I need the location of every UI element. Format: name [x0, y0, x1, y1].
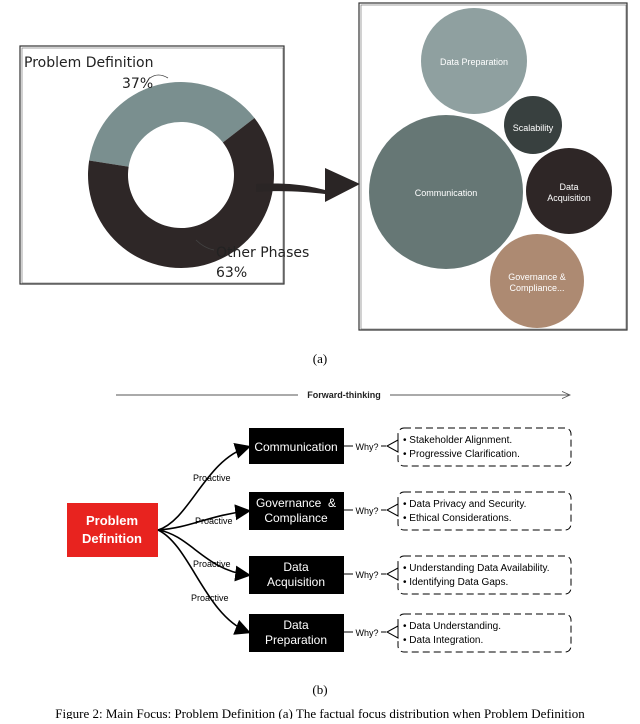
bubble-label-scalability: Scalability: [513, 123, 554, 133]
caption-b: (b): [312, 682, 327, 697]
why-bg-4: [353, 626, 381, 638]
node-communication-label: Communication: [254, 440, 337, 454]
caption-a: (a): [313, 351, 327, 366]
proactive-label-1: Proactive: [193, 473, 231, 483]
bubble-governance: [490, 234, 584, 328]
why-label-1: Why?: [355, 442, 378, 452]
node-data-preparation-label-2: Preparation: [265, 633, 327, 647]
label-other-phases: Other Phases: [216, 245, 309, 261]
node-governance-label-1: Governance &: [256, 496, 336, 510]
node-data-acquisition-label-1: Data: [283, 560, 309, 574]
why-arrow-icon-4: [385, 625, 399, 639]
why-bg-3: [353, 568, 381, 580]
edge-to-data-acquisition: [157, 529, 252, 582]
edge-to-communication: [157, 443, 252, 531]
donut-frame-sketch: [21, 47, 284, 284]
label-problem-pct: 37%: [122, 76, 153, 92]
why-arrow-icon-3: [385, 567, 399, 581]
leader-other: [195, 239, 215, 251]
why-label-4: Why?: [355, 628, 378, 638]
bubble-data-acquisition: [526, 148, 612, 234]
donut-chart: [88, 81, 274, 268]
why-arrow-icon-2: [385, 503, 399, 517]
panel-a: Problem Definition 37% Other Phases 63% …: [19, 2, 628, 366]
why-bg-2: [353, 504, 381, 516]
proactive-label-2: Proactive: [195, 516, 233, 526]
root-node-problem-definition: [67, 503, 158, 557]
bubble-label-data-acquisition-1: Data: [559, 182, 578, 192]
panel-b: Forward-thinking Problem Definition Proa…: [67, 387, 572, 697]
bubble-scalability: [504, 96, 562, 154]
why-label-3: Why?: [355, 570, 378, 580]
reason-2-2: • Ethical Considerations.: [403, 513, 512, 524]
bubble-frame: [358, 2, 628, 331]
proactive-label-3: Proactive: [193, 559, 231, 569]
reason-1-2: • Progressive Clarification.: [403, 449, 520, 460]
label-other-pct: 63%: [216, 265, 247, 281]
bubble-label-data-preparation: Data Preparation: [440, 57, 508, 67]
node-governance-label-2: Compliance: [264, 511, 328, 525]
edge-to-governance: [157, 504, 252, 531]
reason-3-1: • Understanding Data Availability.: [403, 563, 550, 574]
node-data-preparation: [249, 614, 344, 652]
reason-box-4: [397, 613, 572, 653]
leader-problem: [149, 74, 169, 79]
bubble-label-governance-1: Governance &: [508, 272, 566, 282]
donut-frame: [19, 45, 285, 285]
reason-box-3: [397, 555, 572, 595]
reason-2-1: • Data Privacy and Security.: [403, 499, 526, 510]
node-data-acquisition-label-2: Acquisition: [267, 575, 325, 589]
figure-caption: Figure 2: Main Focus: Problem Definition…: [55, 706, 585, 719]
node-governance-compliance: [249, 492, 344, 530]
bubble-communication: [369, 115, 523, 269]
why-arrow-icon-1: [385, 439, 399, 453]
reason-1-1: • Stakeholder Alignment.: [403, 435, 512, 446]
bubble-frame-sketch: [360, 4, 627, 330]
donut-slice-problem-definition: [89, 81, 255, 167]
reason-3-2: • Identifying Data Gaps.: [403, 577, 508, 588]
bubble-label-data-acquisition-2: Acquisition: [547, 193, 591, 203]
proactive-label-4: Proactive: [191, 593, 229, 603]
root-label-1: Problem: [86, 513, 138, 528]
node-communication: [249, 428, 344, 464]
why-bg-1: [353, 440, 381, 452]
node-data-acquisition: [249, 556, 344, 594]
reason-4-1: • Data Understanding.: [403, 621, 501, 632]
donut-slice-other-phases: [88, 117, 274, 268]
root-label-2: Definition: [82, 531, 142, 546]
bubble-label-governance-2: Compliance...: [509, 283, 564, 293]
header-forward-thinking: Forward-thinking: [307, 390, 381, 400]
big-arrow-icon: [256, 168, 360, 202]
reason-box-1: [397, 427, 572, 467]
bubble-label-communication: Communication: [415, 188, 478, 198]
why-label-2: Why?: [355, 506, 378, 516]
reason-4-2: • Data Integration.: [403, 635, 483, 646]
label-problem-definition: Problem Definition: [24, 55, 153, 71]
edge-to-data-preparation: [157, 529, 251, 635]
bubble-data-preparation: [421, 8, 527, 114]
reason-box-2: [397, 491, 572, 531]
node-data-preparation-label-1: Data: [283, 618, 309, 632]
header-bg: [298, 387, 390, 401]
